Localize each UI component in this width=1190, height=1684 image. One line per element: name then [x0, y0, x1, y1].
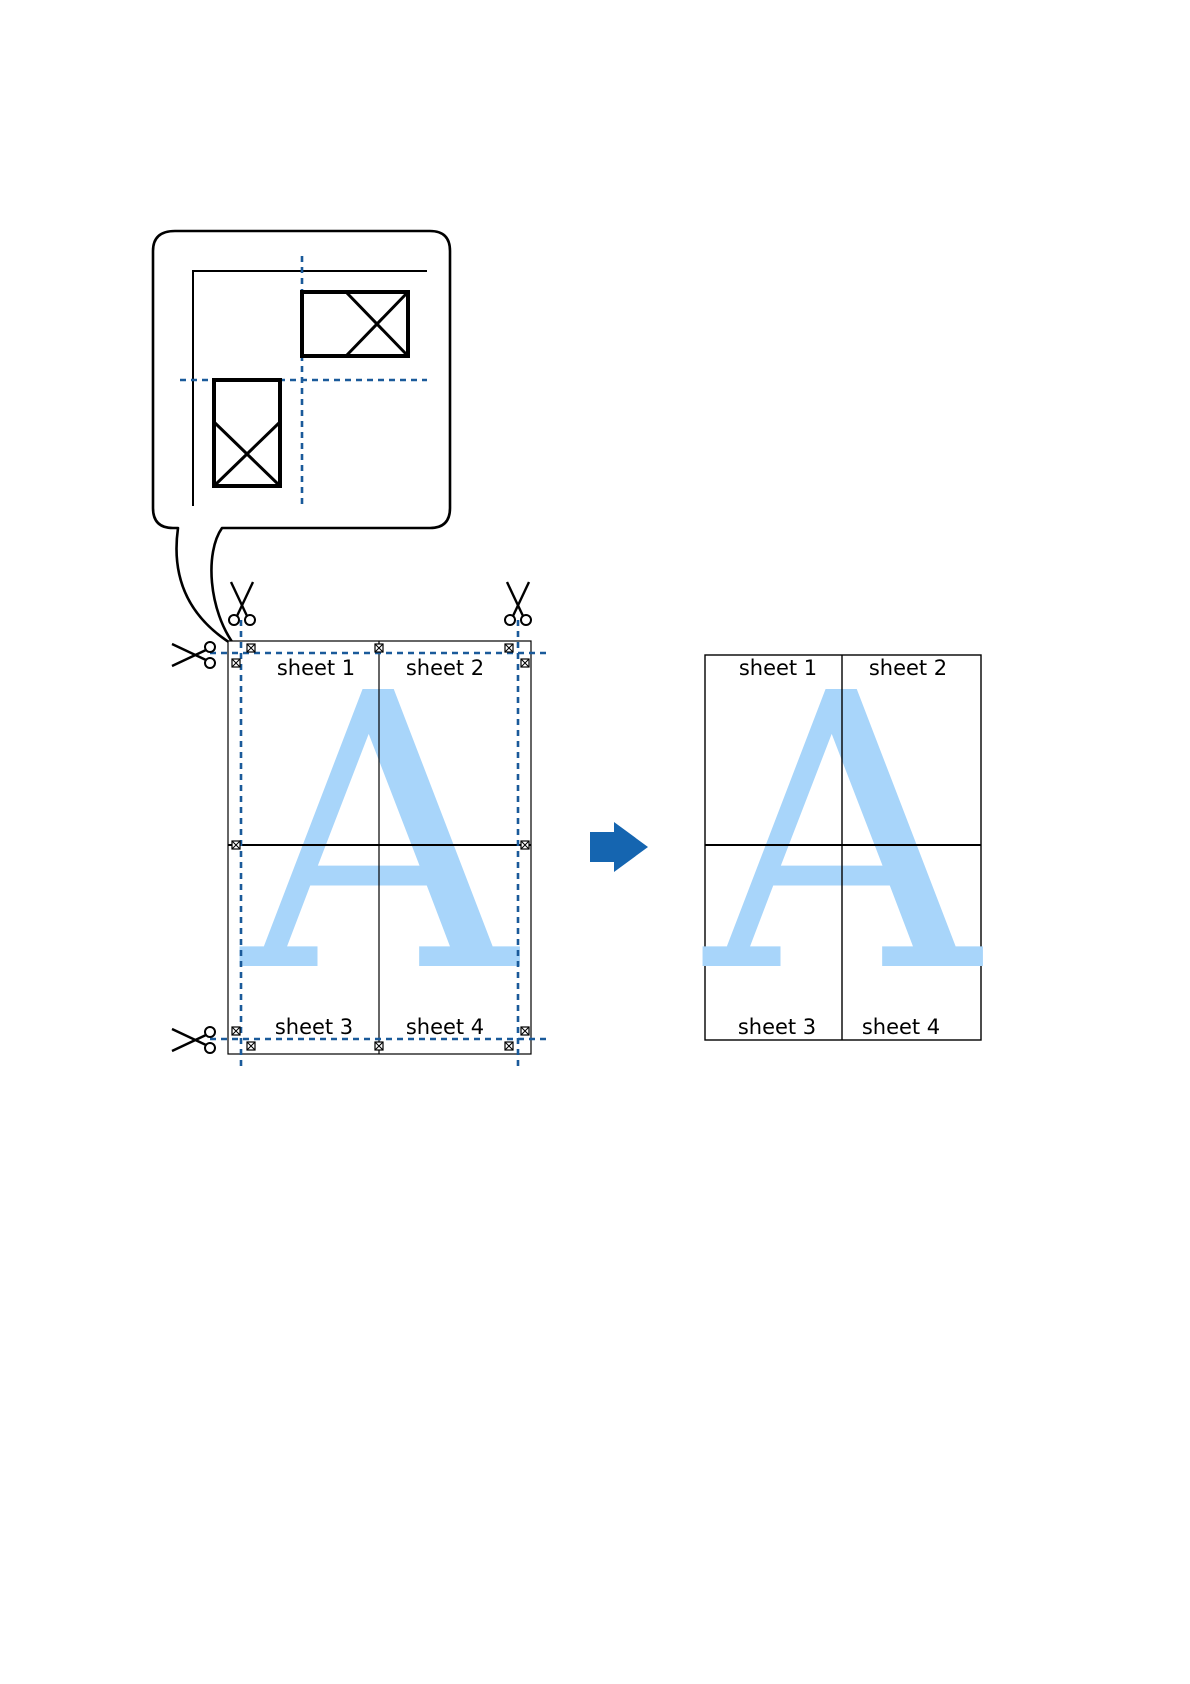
callout-mark-vertical: [214, 380, 280, 486]
sheet-label-3: sheet 3: [275, 1015, 353, 1039]
poster-sheet-label-3: sheet 3: [738, 1015, 816, 1039]
scissors-icon: [172, 1027, 215, 1053]
printed-sheets-panel: A sheet 1 sheet 2 sheet 3 sheet 4: [172, 582, 546, 1070]
assembled-poster-panel: A sheet 1 sheet 2 sheet 3 sheet 4: [699, 613, 984, 1056]
sheet-label-4: sheet 4: [406, 1015, 484, 1039]
poster-sheet-label-1: sheet 1: [739, 656, 817, 680]
zoom-callout: [153, 231, 450, 646]
poster-sheet-label-4: sheet 4: [862, 1015, 940, 1039]
sheet-label-1: sheet 1: [277, 656, 355, 680]
poster-sheet-label-2: sheet 2: [869, 656, 947, 680]
callout-mark-horizontal: [302, 292, 408, 356]
scissors-icon: [172, 642, 215, 668]
sheet-label-2: sheet 2: [406, 656, 484, 680]
right-arrow-icon: [590, 822, 648, 872]
